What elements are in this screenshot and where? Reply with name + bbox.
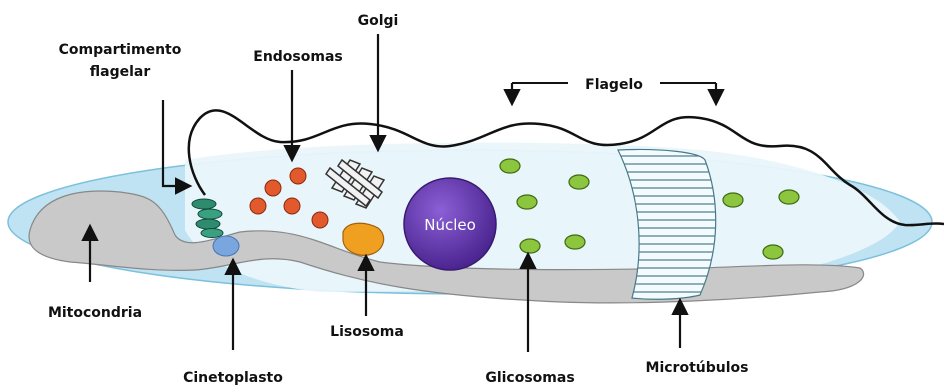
lysosome	[343, 223, 384, 255]
label-glicosomas: Glicosomas	[485, 370, 574, 386]
label-endosomas: Endosomas	[253, 49, 343, 65]
label-lisosoma: Lisosoma	[330, 324, 404, 340]
label-flagelo: Flagelo	[585, 77, 643, 93]
label-golgi: Golgi	[358, 13, 399, 29]
label-microtubulos: Microtúbulos	[646, 360, 749, 376]
kinetoplast	[213, 236, 239, 256]
label-mitocondria: Mitocondria	[48, 305, 142, 321]
label-compartimento-line2: flagelar	[90, 64, 151, 80]
nucleus-label: Núcleo	[424, 216, 476, 234]
label-cinetoplasto: Cinetoplasto	[183, 370, 283, 386]
label-compartimento-line1: Compartimento	[59, 42, 182, 58]
